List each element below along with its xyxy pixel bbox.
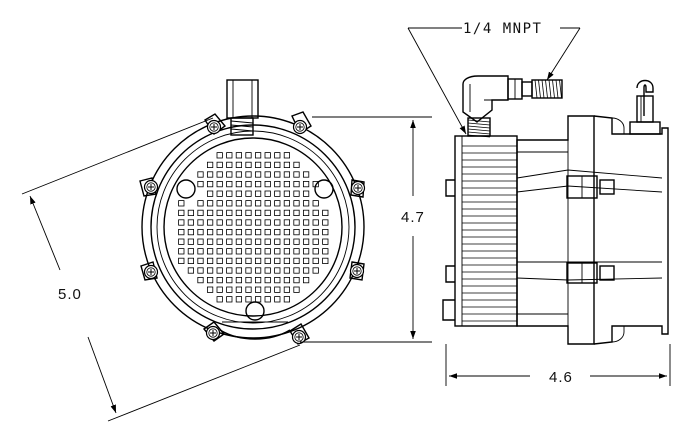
dimension-height: 4.7 [300,116,432,343]
elbow-fitting [462,75,563,138]
front-view [139,79,366,345]
peg [176,179,196,199]
base-flange [219,329,291,340]
side-view [442,75,669,345]
screen-rim [163,137,343,317]
thread-callout-label: 1/4 MNPT [463,21,542,37]
peg [245,301,265,321]
dimension-width: 4.6 [445,344,671,386]
peg [314,179,334,199]
dimension-label-width: 4.6 [549,369,573,386]
outer-ring [141,115,365,339]
dimension-diagonal: 5.0 [21,117,301,422]
outlet-fitting [226,79,259,136]
thread-callout: 1/4 MNPT [407,21,581,135]
intake-screen-grid [178,152,329,303]
screws [143,119,366,345]
dimension-label-height: 4.7 [401,209,425,226]
dimension-label-diagonal: 5.0 [58,286,82,303]
cord-grommet [629,79,661,135]
intake-block [442,135,518,327]
motor-body [516,115,669,345]
inner-ring [150,124,356,330]
